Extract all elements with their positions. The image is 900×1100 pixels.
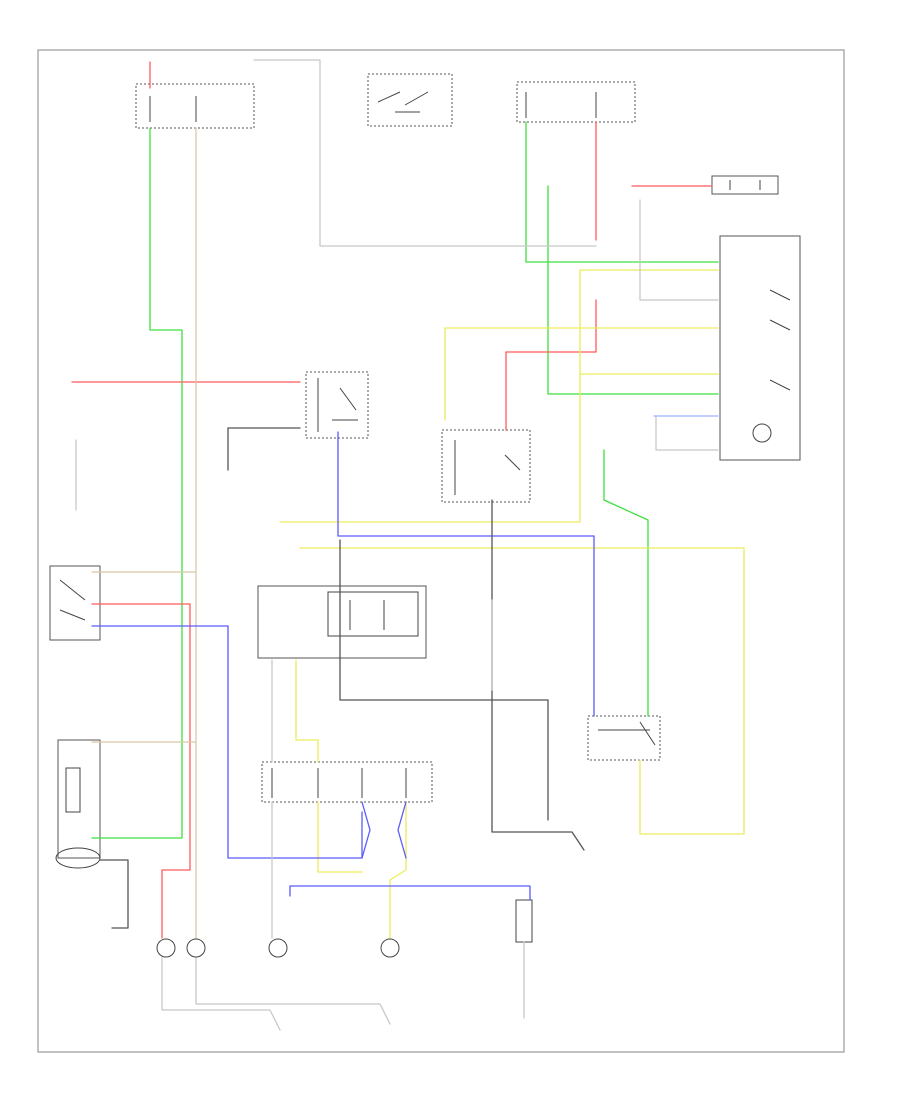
wire-gray-right-switch <box>639 199 719 301</box>
wire-yellow-center-link <box>317 801 363 873</box>
control-unit <box>257 585 427 659</box>
wire-green-right <box>547 185 719 395</box>
wire-blue-lamps <box>289 885 531 901</box>
wire-yellow-top <box>279 269 719 523</box>
fuse-box-top-right <box>516 81 636 123</box>
battery-component <box>711 175 779 195</box>
relay-box-right <box>587 715 661 761</box>
wire-yellow-right-bottom <box>389 801 407 939</box>
horn-switch-left <box>55 739 101 869</box>
switch-box-top-center <box>367 73 453 127</box>
wire-black-right <box>491 499 585 851</box>
wire-red-to-lamps <box>91 603 191 939</box>
wire-green-center <box>525 121 719 263</box>
ignition-switch <box>305 371 369 439</box>
wire-red-mid <box>505 299 597 353</box>
wire-blue-fuse-links <box>361 801 407 859</box>
wire-green-drop <box>603 449 649 717</box>
wire-yellow-drop <box>295 659 319 763</box>
wire-blue-top <box>337 431 595 717</box>
wire-blue-left <box>91 625 363 859</box>
light-switch-panel <box>719 235 801 461</box>
left-switch-box <box>49 565 101 641</box>
combination-switch <box>441 429 531 503</box>
wire-yellow-long <box>299 547 745 835</box>
wire-black-horn <box>99 859 129 929</box>
wire-green-left <box>91 127 183 839</box>
fuse-box-top-left <box>135 83 255 129</box>
wire-gray-bottom-right <box>195 957 391 1025</box>
wire-gray-bottom <box>161 957 281 1031</box>
indicator-lamps-bottom <box>156 899 533 958</box>
wire-black-ground <box>339 539 549 821</box>
diagram-frame <box>37 49 845 1053</box>
wire-gray-top <box>253 59 597 247</box>
fuse-row-center <box>261 761 433 803</box>
wire-gray-switch-left <box>655 415 719 451</box>
